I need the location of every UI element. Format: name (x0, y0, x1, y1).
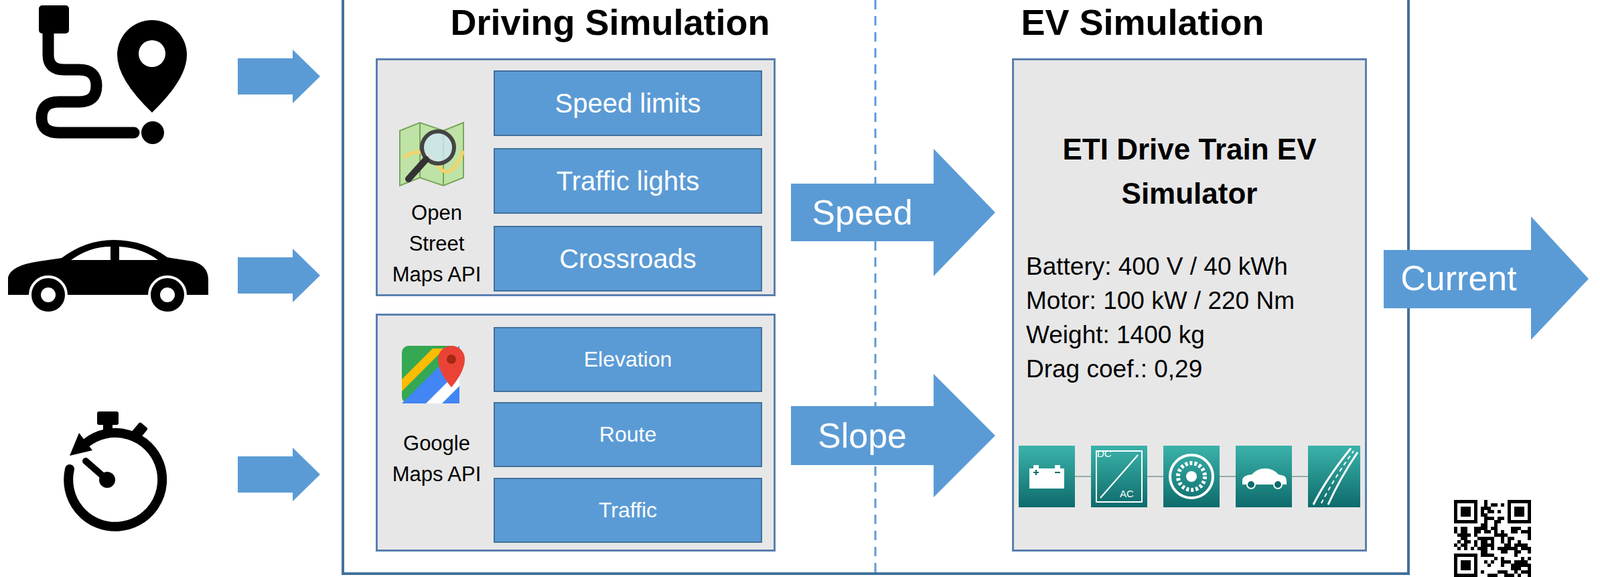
outer-frame (342, 0, 1409, 574)
arrow-label: Slope (817, 415, 907, 456)
panel-title: ETI Drive Train EV Simulator (1022, 127, 1357, 216)
divider-line (874, 0, 877, 572)
spec-line: Motor: 100 kW / 220 Nm (1026, 285, 1295, 316)
drivetrain-icons (1018, 444, 1361, 509)
icon-text: DC (1097, 447, 1112, 459)
input-arrows (237, 49, 321, 501)
block-arrow (790, 373, 996, 497)
box-text: Traffic lights (556, 166, 700, 197)
box-text: Traffic (598, 497, 658, 523)
box-text: Crossroads (559, 243, 697, 274)
simulator-panel: ETI Drive Train EV SimulatorBattery: 400… (1011, 58, 1367, 552)
stopwatch-icon (68, 411, 163, 527)
process-box: Traffic lights (493, 148, 763, 214)
process-box: Speed limits (493, 70, 763, 136)
api-panel: Google Maps API ElevationRouteTraffic (375, 313, 776, 552)
api-panel: Open Street Maps API Speed limitsTraffic … (375, 58, 776, 297)
panel-title: Google Maps API (383, 427, 491, 490)
osm-logo (396, 117, 471, 191)
block-arrow (790, 148, 996, 276)
qr-code (1453, 499, 1532, 577)
box-text: Speed limits (555, 88, 702, 119)
spec-line: Weight: 1400 kg (1026, 320, 1205, 350)
arrow-label: Speed (811, 192, 913, 233)
box-text: Route (599, 421, 657, 447)
spec-line: Battery: 400 V / 40 kWh (1026, 251, 1288, 282)
box-text: Elevation (584, 346, 673, 372)
process-box: Crossroads (493, 225, 763, 292)
process-box: Route (493, 401, 763, 467)
panel-title: Open Street Maps API (383, 197, 491, 290)
section-title: EV Simulation (1020, 1, 1264, 43)
icon-text: AC (1119, 487, 1134, 499)
process-box: Elevation (493, 326, 763, 392)
google-maps-logo (399, 338, 467, 406)
process-box: Traffic (493, 477, 763, 543)
output-arrow (1383, 216, 1589, 340)
car-icon (8, 239, 209, 313)
section-title: Driving Simulation (450, 1, 770, 43)
arrow-label: Current (1400, 258, 1517, 299)
spec-line: Drag coef.: 0,29 (1026, 354, 1203, 384)
route-icon (38, 5, 187, 144)
